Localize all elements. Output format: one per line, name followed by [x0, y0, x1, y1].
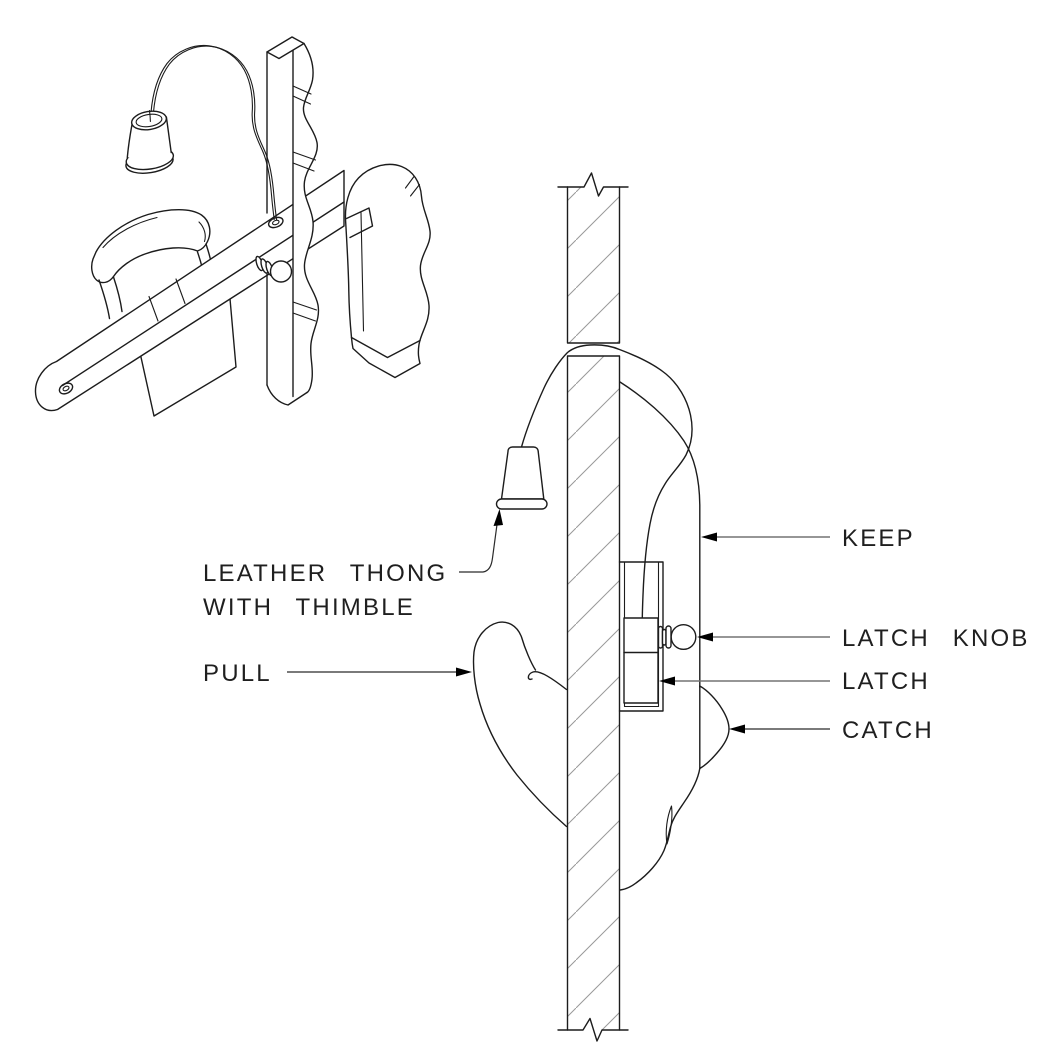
label-leather-thong-line1: LEATHER THONG	[203, 560, 447, 587]
keep-facet-ticks	[292, 85, 318, 322]
break-line-bottom	[557, 1017, 629, 1042]
arrowheads	[456, 509, 745, 734]
pull-hook-body	[472, 621, 568, 828]
label-catch: CATCH	[842, 717, 934, 744]
leaders	[287, 516, 830, 730]
label-latch-knob: LATCH KNOB	[842, 625, 1030, 652]
pull-grip-supports	[98, 243, 218, 320]
thimble-top-rim	[130, 110, 168, 131]
latch-arrow	[659, 676, 675, 686]
latch-bar-section	[623, 617, 659, 704]
thong-stub	[148, 109, 151, 123]
knob-ring-c	[665, 625, 672, 649]
thong-hole-inner	[272, 219, 280, 226]
thimble-iso	[125, 109, 175, 174]
pull-section	[472, 621, 568, 828]
label-pull: PULL	[203, 660, 272, 687]
thong-curve-2	[152, 45, 278, 221]
label-keep: KEEP	[842, 525, 915, 552]
latch-knob-arrow	[697, 632, 713, 642]
keep-silhouette	[302, 42, 320, 394]
label-latch: LATCH	[842, 668, 930, 695]
keep-outline-lower	[619, 767, 701, 891]
label-leather-thong-line2: WITH THIMBLE	[203, 594, 415, 621]
keep-bottom	[266, 384, 308, 406]
door-board	[557, 172, 629, 1042]
thimble-rim-section	[495, 498, 548, 510]
door-edges	[566, 186, 621, 1031]
latch-knob-ball	[269, 260, 293, 283]
thimble-body-section	[500, 446, 545, 500]
keep-arrow	[701, 532, 717, 542]
latch-bar-pivot-hole	[58, 382, 74, 395]
thong-leader	[459, 516, 499, 573]
catch-arrow	[729, 724, 745, 734]
leather-thong	[150, 44, 284, 229]
thong-hole	[267, 216, 284, 229]
thong-arrow	[493, 509, 503, 526]
pull-hook-tip	[527, 671, 568, 691]
door-upper-hatch	[567, 187, 620, 343]
thong-section	[520, 344, 693, 621]
isometric-view	[34, 36, 431, 417]
catch-facet-ticks	[404, 175, 421, 197]
keep-side-fill	[293, 37, 319, 397]
labels: LEATHER THONG WITH THIMBLE PULL KEEP LAT…	[203, 525, 1030, 744]
break-line-top	[557, 172, 629, 197]
latch-bar-pivot-hole-inner	[62, 385, 70, 392]
keep-outline-upper	[619, 381, 701, 688]
thong-curve	[150, 44, 275, 221]
keep-top-facet	[266, 36, 305, 60]
section-view	[472, 172, 730, 1042]
latch-bar-chamfer-ticks	[148, 278, 186, 322]
keep-carving-detail	[665, 805, 673, 845]
latch-bar	[34, 169, 345, 412]
pull-grip-contour	[102, 216, 206, 249]
door-lower-hatch	[567, 356, 620, 1030]
thimble-section	[495, 446, 548, 510]
catch-piece	[344, 163, 431, 379]
catch-face-edge	[360, 211, 365, 332]
catch-bottom-band	[350, 336, 421, 359]
pull-arrow	[456, 667, 472, 677]
knob-ball-section	[670, 624, 697, 651]
latch-assembly	[520, 344, 697, 712]
thimble-top-rim-inner	[135, 113, 163, 128]
thimble-body-sides	[126, 116, 172, 159]
catch-bump	[699, 685, 730, 770]
